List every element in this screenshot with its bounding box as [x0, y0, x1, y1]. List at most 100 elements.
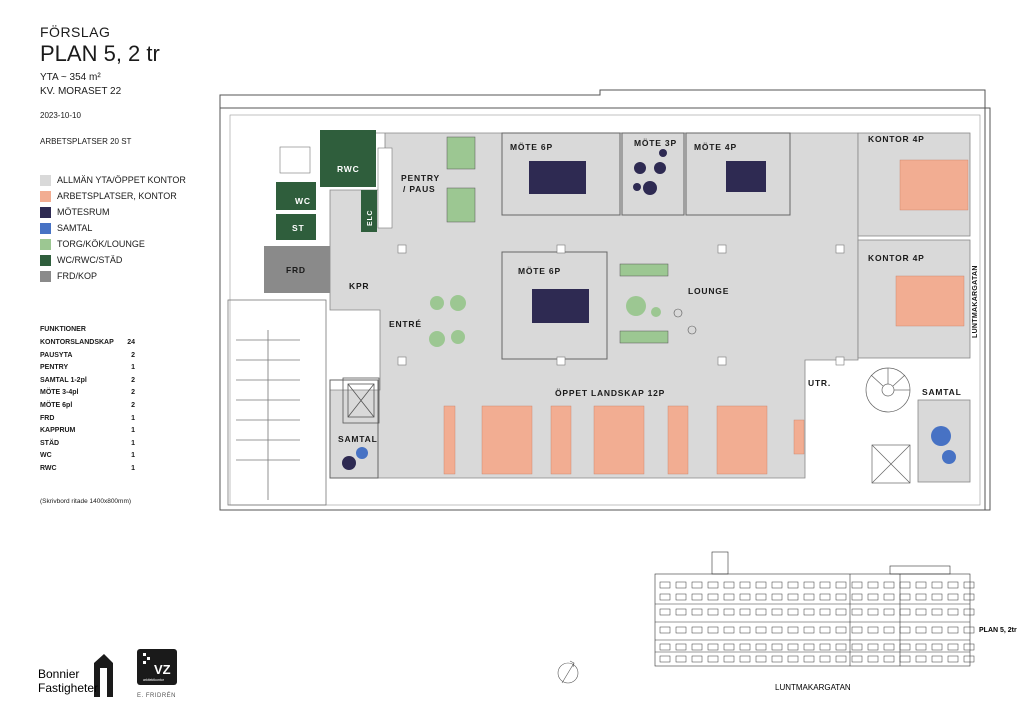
elevation-window [771, 593, 783, 601]
elevation-window [707, 593, 719, 601]
legend-swatch [40, 174, 51, 186]
function-count: 1 [131, 427, 135, 435]
elevation-window [771, 626, 783, 634]
legend-label: SAMTAL [57, 223, 93, 233]
elevation-window [899, 626, 911, 634]
elevation-window [835, 593, 847, 601]
function-count: 2 [131, 351, 135, 359]
elevation-window [947, 581, 959, 589]
elevation-window [947, 593, 959, 601]
elevation-window [835, 643, 847, 651]
elevation-window [723, 643, 735, 651]
designer-label: E. FRIDRÉN [137, 692, 176, 699]
building-outline [219, 89, 991, 511]
label-mote4: MÖTE 4P [694, 142, 737, 152]
elevation-plan-label: PLAN 5, 2tr [979, 627, 1017, 634]
date-label: 2023-10-10 [40, 111, 81, 120]
label-kpr: KPR [349, 281, 369, 291]
function-row: KONTORSLANDSKAP 24 [40, 339, 135, 346]
elevation-window [787, 643, 799, 651]
elevation-window [819, 608, 831, 616]
elevation-window [723, 581, 735, 589]
property-label: KV. MORASET 22 [40, 86, 122, 97]
elevation-window [947, 626, 959, 634]
phone-chairs [342, 426, 956, 470]
utr-box [871, 444, 911, 484]
legend-swatch [40, 222, 51, 234]
elevation-windows [659, 581, 975, 663]
function-name: KAPPRUM [40, 427, 76, 435]
label-st: ST [292, 223, 304, 233]
elevation-window [819, 593, 831, 601]
elevation-window [915, 655, 927, 663]
function-name: KONTORSLANDSKAP [40, 339, 114, 346]
lounge-furniture [429, 263, 697, 347]
function-count: 1 [131, 364, 135, 372]
legend-label: ARBETSPLATSER, KONTOR [57, 191, 177, 201]
elevation-window [819, 626, 831, 634]
label-paus: / PAUS [403, 184, 436, 194]
pentry-counter [377, 147, 393, 229]
elevation-window [739, 626, 751, 634]
room-shaft [279, 146, 311, 174]
elevation-window [947, 643, 959, 651]
label-lounge: LOUNGE [688, 286, 729, 296]
bonnier-name: Bonnier [38, 667, 79, 681]
label-wc: WC [295, 196, 311, 206]
workplace-desks [443, 159, 969, 475]
elevation-window [739, 643, 751, 651]
legend-item: ALLMÄN YTA/ÖPPET KONTOR [40, 174, 186, 186]
legend-item: WC/RWC/STÄD [40, 254, 122, 266]
elevation-street-label: LUNTMAKARGATAN [775, 683, 851, 692]
page-title: PLAN 5, 2 tr [40, 41, 160, 66]
label-samtal-right: SAMTAL [922, 387, 962, 397]
elevation-window [851, 626, 863, 634]
elevation-window [963, 626, 975, 634]
label-mote6a: MÖTE 6P [510, 142, 553, 152]
stairwell [227, 299, 327, 506]
function-row: RWC 1 [40, 465, 135, 472]
elevation-window [867, 626, 879, 634]
elevation-window [867, 608, 879, 616]
vz-logo-icon [137, 649, 177, 685]
elevation-window [691, 608, 703, 616]
elevation-window [755, 643, 767, 651]
elevation-window [931, 608, 943, 616]
elevation-window [851, 593, 863, 601]
elevation-window [931, 626, 943, 634]
elevation-window [659, 581, 671, 589]
elevation-window [755, 581, 767, 589]
elevation-window [963, 655, 975, 663]
elevation-window [883, 593, 895, 601]
function-name: MÖTE 6pl [40, 402, 73, 409]
legend-label: ALLMÄN YTA/ÖPPET KONTOR [57, 175, 186, 185]
room-wc [276, 182, 316, 210]
function-name: MÖTE 3-4pl [40, 389, 79, 397]
elevation-window [739, 593, 751, 601]
elevation-window [771, 655, 783, 663]
legend-swatch [40, 206, 51, 218]
function-name: SAMTAL 1-2pl [40, 376, 87, 384]
elevation-window [723, 626, 735, 634]
elevation-window [915, 581, 927, 589]
legend-item: MÖTESRUM [40, 206, 110, 218]
elevation-window [883, 581, 895, 589]
label-samtal-left: SAMTAL [338, 434, 378, 444]
legend-label: FRD/KOP [57, 271, 98, 281]
elevation-window [787, 655, 799, 663]
function-count: 1 [131, 452, 135, 460]
function-count: 24 [127, 339, 135, 346]
elevation-window [723, 608, 735, 616]
elevation-window [851, 581, 863, 589]
elevation-window [707, 626, 719, 634]
elevation-window [803, 626, 815, 634]
elevation-window [867, 643, 879, 651]
elevation-window [675, 608, 687, 616]
function-count: 1 [131, 465, 135, 472]
elevation-window [899, 581, 911, 589]
elevation-window [755, 626, 767, 634]
function-name: RWC [40, 465, 57, 472]
